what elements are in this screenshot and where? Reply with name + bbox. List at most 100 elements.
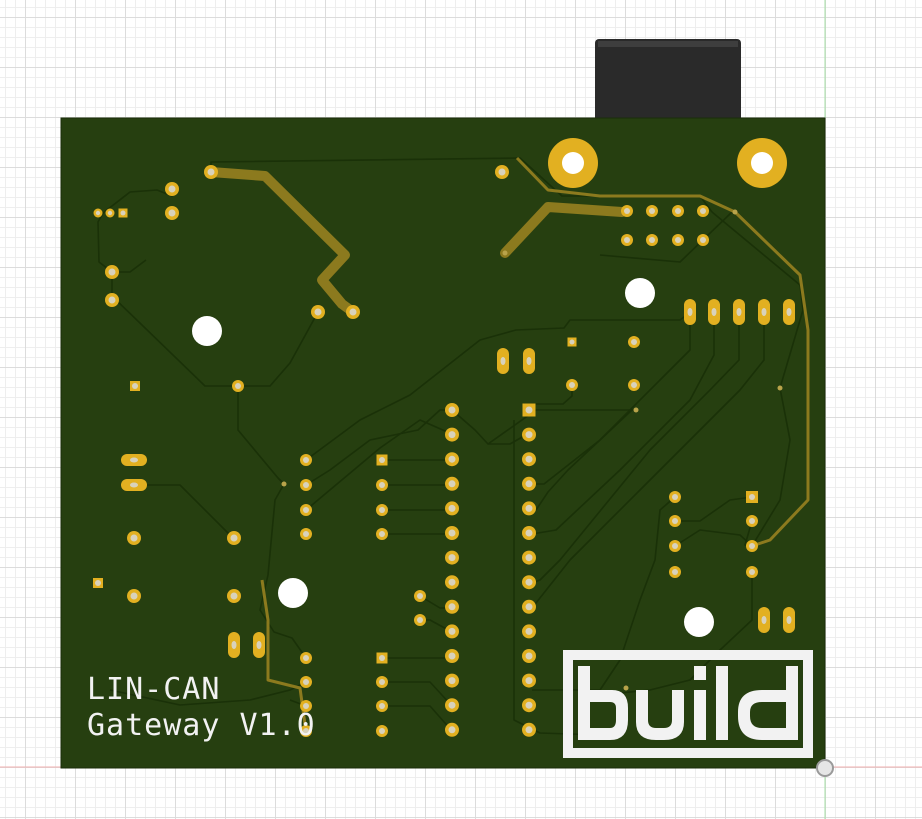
pad-drill [525,652,533,660]
pad-drill [525,677,533,685]
pad-drill [448,480,456,488]
pad-drill [448,603,456,611]
pad-drill [379,703,385,709]
pad-drill [379,507,385,513]
pad-drill [786,616,792,624]
pad-drill [498,168,506,176]
pad-drill [736,308,742,316]
pad-drill [130,592,138,600]
pad-drill [303,531,309,537]
pad-drill [207,168,215,176]
pad-drill [761,308,767,316]
pad-drill [749,543,755,549]
pad-drill [525,431,533,439]
pad-drill [349,308,357,316]
pad-drill [631,339,637,345]
pad-drill [107,210,113,216]
pad-drill [95,210,101,216]
pad-drill [417,593,423,599]
pad-drill [448,406,456,414]
pad-drill [168,209,176,217]
pad-drill [448,578,456,586]
power-jack-connector[interactable] [595,39,741,124]
pad-drill [525,406,533,414]
pad-drill [130,482,138,488]
wide-traces [206,167,627,317]
pad-drill [303,482,309,488]
pad-drill [379,655,385,661]
pad-drill [448,652,456,660]
pad-drill [303,728,309,734]
pad-drill [631,382,637,388]
pad-drill [672,518,678,524]
pad-drill [749,494,755,500]
pad-drill [500,357,506,365]
pad-drill [526,357,532,365]
via [281,481,287,487]
pad-drill [231,641,237,649]
pad-drill [624,237,630,243]
pad-drill [675,208,681,214]
pad-drill [525,529,533,537]
pad-drill [672,569,678,575]
pad-drill [525,578,533,586]
pad-drill [525,627,533,635]
pad-drill [95,580,101,586]
via [777,385,783,391]
pad-drill [379,482,385,488]
pad-drill [448,701,456,709]
mounting-holes [192,278,714,637]
silkscreen-title: LIN-CAN [87,672,221,707]
pad-drill [303,655,309,661]
pad-drill [256,641,262,649]
pad-drill [700,208,706,214]
via [623,685,629,691]
pad-drill [525,554,533,562]
pad-drill [525,504,533,512]
pad-drill [569,339,575,345]
pad-drill [649,208,655,214]
pad-drill [303,507,309,513]
pad-drill [448,431,456,439]
pad-drill [448,455,456,463]
pad-drill [672,543,678,549]
pad-drill [120,210,126,216]
via [502,250,508,256]
component-pads [93,165,795,738]
pad-drill [132,383,138,389]
pad-drill [314,308,322,316]
origin-icon[interactable] [816,759,834,777]
pad-drill [649,237,655,243]
pad-drill [108,268,116,276]
pad-drill [569,382,575,388]
pad-drill [303,679,309,685]
pad-drill [525,480,533,488]
pad-drill [687,308,693,316]
pad-drill [761,616,767,624]
pad-drill [235,383,241,389]
pad-drill [711,308,717,316]
pad-drill [448,726,456,734]
silkscreen-subtitle: Gateway V1.0 [87,708,316,743]
pad-drill [168,185,176,193]
pad-drill [448,677,456,685]
pad-drill [379,679,385,685]
pad-drill [230,534,238,542]
pad-drill [448,504,456,512]
via [732,209,738,215]
pad-drill [675,237,681,243]
pad-drill [379,728,385,734]
pad-drill [749,518,755,524]
pad-drill [448,627,456,635]
pad-drill [303,703,309,709]
build-logo [563,650,813,758]
pad-drill [525,726,533,734]
pad-drill [525,701,533,709]
pad-drill [230,592,238,600]
pad-drill [448,554,456,562]
pad-drill [417,617,423,623]
plated-mounting-holes [548,138,787,188]
pad-drill [672,494,678,500]
pad-drill [379,457,385,463]
